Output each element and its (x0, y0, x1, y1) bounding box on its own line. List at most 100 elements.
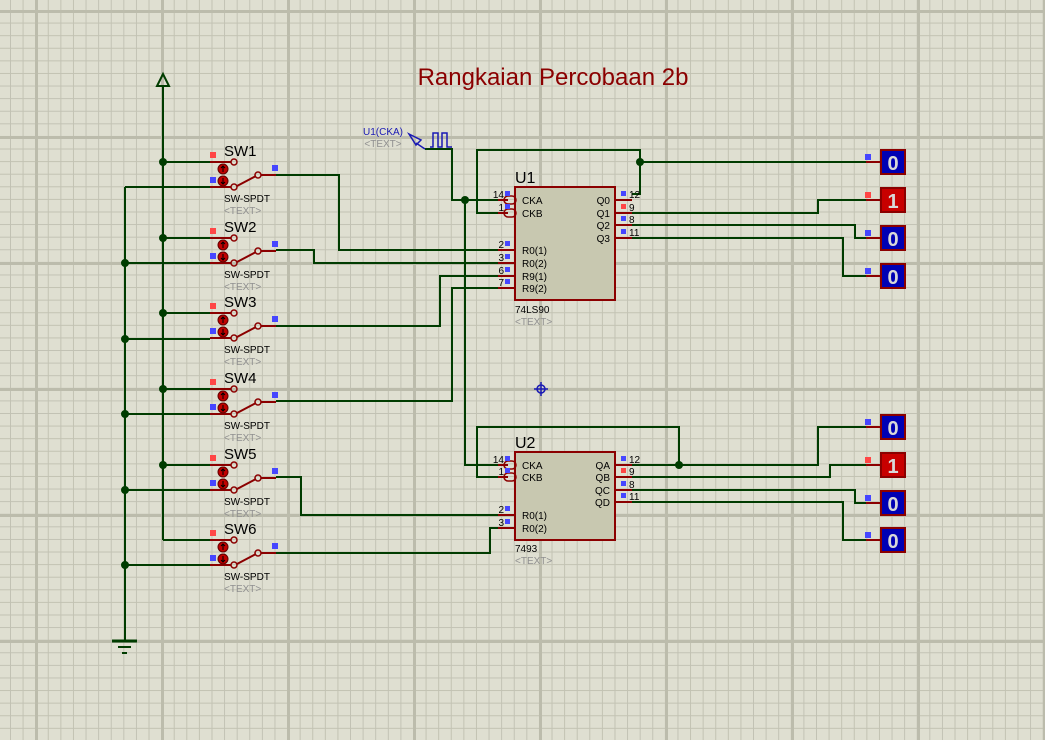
switch-up-button[interactable] (217, 390, 229, 402)
switch-down-button[interactable] (217, 553, 229, 565)
arrow-up-icon (220, 468, 226, 475)
clock-generator[interactable]: U1(CKA) <TEXT> (363, 127, 452, 150)
pin-name: R0(1) (522, 246, 547, 257)
state-indicator (621, 204, 626, 209)
state-indicator (505, 456, 510, 461)
chip-part: 74LS90 (515, 305, 550, 316)
pin-qb[interactable]: QB9 (596, 467, 635, 484)
pin-r92[interactable]: 7R9(2) (498, 278, 547, 295)
pin-number: 11 (629, 228, 640, 239)
u1-probe-1[interactable]: 1 (865, 187, 906, 213)
probe-display (880, 490, 906, 516)
state-indicator (210, 480, 216, 486)
switch-up-button[interactable] (217, 314, 229, 326)
pin-number: 12 (629, 190, 641, 201)
state-indicator (272, 468, 278, 474)
power-arrow-icon (155, 71, 171, 87)
state-indicator (621, 191, 626, 196)
state-indicator (865, 495, 871, 501)
u2-probe-1[interactable]: 1 (865, 452, 906, 478)
switch-ref: SW3 (224, 294, 257, 311)
pin-name: R0(1) (522, 511, 547, 522)
switch-text: <TEXT> (224, 206, 261, 217)
pin-q2[interactable]: Q28 (597, 215, 635, 232)
chip-part: 7493 (515, 544, 538, 555)
power-terminal[interactable] (155, 71, 171, 87)
pin-number: 14 (493, 190, 505, 201)
clock-label: U1(CKA) (363, 127, 403, 138)
pin-r02[interactable]: 3R0(2) (498, 518, 547, 535)
state-indicator (865, 532, 871, 538)
pin-r91[interactable]: 6R9(1) (498, 266, 547, 283)
pin-r02[interactable]: 3R0(2) (498, 253, 547, 270)
chip-ref: U1 (515, 170, 536, 187)
u1-probe-2[interactable]: 0 (865, 225, 906, 251)
pin-number: 9 (629, 203, 635, 214)
pin-number: 1 (498, 467, 504, 478)
switch-type: SW-SPDT (224, 421, 270, 432)
state-indicator (210, 404, 216, 410)
ground-terminal[interactable] (112, 639, 137, 654)
switch-up-button[interactable] (217, 466, 229, 478)
u1-probe-0[interactable]: 0 (865, 149, 906, 175)
clock-inverter-icon (503, 472, 517, 482)
u2-probe-2[interactable]: 0 (865, 490, 906, 516)
pin-r01[interactable]: 2R0(1) (498, 240, 547, 257)
switch-down-button[interactable] (217, 175, 229, 187)
state-indicator (621, 456, 626, 461)
probe-value: 0 (887, 531, 898, 553)
switch-down-button[interactable] (217, 326, 229, 338)
switch-ref: SW1 (224, 143, 257, 160)
state-indicator (210, 455, 216, 461)
arrow-down-icon (220, 254, 226, 261)
switch-down-button[interactable] (217, 402, 229, 414)
state-indicator (272, 543, 278, 549)
chip-u2-7493[interactable]: U2 7493 <TEXT> 14CKA1CKB2R0(1)3R0(2)QA12… (493, 435, 641, 567)
u2-probe-3[interactable]: 0 (865, 527, 906, 553)
state-indicator (505, 468, 510, 473)
probe-value: 0 (887, 494, 898, 516)
pin-qc[interactable]: QC8 (595, 480, 635, 497)
pin-name: R9(2) (522, 284, 547, 295)
pin-number: 6 (498, 266, 504, 277)
clock-inverter-icon (503, 195, 517, 205)
chip-u1-74ls90[interactable]: U1 74LS90 <TEXT> 14CKA1CKB2R0(1)3R0(2)6R… (493, 170, 641, 328)
switch-down-button[interactable] (217, 251, 229, 263)
switch-text: <TEXT> (224, 357, 261, 368)
switch-up-button[interactable] (217, 163, 229, 175)
state-indicator (621, 468, 626, 473)
pin-r01[interactable]: 2R0(1) (498, 505, 547, 522)
arrow-down-icon (220, 481, 226, 488)
switches: SW1SW-SPDT<TEXT>SW2SW-SPDT<TEXT>SW3SW-SP… (210, 143, 278, 595)
switch-up-button[interactable] (217, 239, 229, 251)
state-indicator (621, 216, 626, 221)
switch-up-button[interactable] (217, 541, 229, 553)
u1-probe-3[interactable]: 0 (865, 263, 906, 289)
u2-probe-0[interactable]: 0 (865, 414, 906, 440)
pin-name: R9(1) (522, 272, 547, 283)
state-indicator (505, 279, 510, 284)
pin-number: 2 (498, 505, 504, 516)
switch-text: <TEXT> (224, 433, 261, 444)
switch-type: SW-SPDT (224, 572, 270, 583)
switch-type: SW-SPDT (224, 270, 270, 281)
state-indicator (272, 316, 278, 322)
pin-q1[interactable]: Q19 (597, 203, 635, 220)
switch-down-button[interactable] (217, 478, 229, 490)
